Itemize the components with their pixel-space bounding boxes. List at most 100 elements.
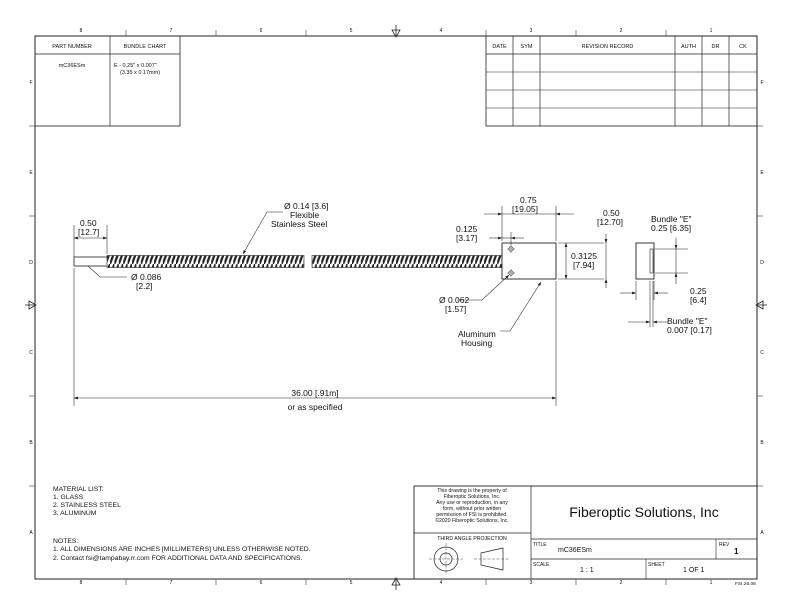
sheet-field-value: 1 OF 1 bbox=[683, 567, 705, 574]
zone-label-top-7: 7 bbox=[170, 28, 173, 34]
revision-record-header: REVISION RECORD bbox=[582, 44, 634, 50]
housing-height-label: 0.3125 bbox=[571, 251, 597, 261]
tip-length-mm-label: [12.7] bbox=[78, 227, 99, 237]
hole-diameter-mm-label: [1.57] bbox=[445, 304, 466, 314]
bundle-chart-line-2: (3.35 x 0.17mm) bbox=[120, 70, 160, 76]
part-number-value: mC36ESm bbox=[59, 63, 86, 69]
drawing-code: FSI.26.06 bbox=[735, 581, 756, 587]
end-height-label: 0.50 bbox=[603, 208, 620, 218]
zone-label-bottom-3: 3 bbox=[530, 580, 533, 586]
zone-label-bottom-2: 2 bbox=[620, 580, 623, 586]
hole-diameter-label: Ø 0.062 bbox=[439, 295, 470, 305]
zone-label-left-C: C bbox=[29, 350, 33, 356]
housing-label: Housing bbox=[461, 338, 492, 348]
bundle-e-top-label: Bundle "E" bbox=[651, 214, 692, 224]
zone-label-right-C: C bbox=[760, 350, 764, 356]
zone-label-top-2: 2 bbox=[620, 28, 623, 34]
part-number-header: PART NUMBER bbox=[52, 44, 91, 50]
title-field-label: TITLE bbox=[533, 542, 547, 548]
revision-sym-header: SYM bbox=[521, 44, 533, 50]
title-block: This drawing is the property of Fiberopt… bbox=[413, 485, 758, 580]
armor-flexible-label: Flexible bbox=[290, 210, 320, 220]
bundle-e-bottom-dim-label: 0.007 [0.17] bbox=[667, 325, 712, 335]
mounting-hole-bottom bbox=[507, 269, 515, 277]
sheet-field-label: SHEET bbox=[648, 562, 665, 568]
bundle-e-top-dim-label: 0.25 [6.35] bbox=[651, 223, 691, 233]
zone-label-top-4: 4 bbox=[440, 28, 443, 34]
center-marks bbox=[25, 25, 767, 590]
zone-label-bottom-6: 6 bbox=[260, 580, 263, 586]
bundle-chart-header: BUNDLE CHART bbox=[124, 44, 167, 50]
rev-field-label: REV bbox=[719, 542, 730, 548]
housing-height-mm-label: [7.94] bbox=[573, 260, 594, 270]
drawing-border bbox=[34, 35, 758, 580]
overall-length-label: 36.00 [.91m] bbox=[291, 388, 338, 398]
dimension-lines bbox=[73, 206, 688, 406]
zone-label-left-D: D bbox=[29, 260, 33, 266]
notes-title: NOTES: bbox=[53, 538, 78, 545]
bundle-e-bottom-label: Bundle "E" bbox=[667, 316, 708, 326]
zone-label-right-E: E bbox=[760, 170, 764, 176]
property-notice-line-4: form, without prior written bbox=[443, 506, 501, 512]
side-width-label: 0.25 bbox=[690, 286, 707, 296]
material-item-3: 3. ALUMINUM bbox=[53, 510, 97, 517]
zone-label-top-5: 5 bbox=[350, 28, 353, 34]
mounting-hole-top bbox=[507, 245, 515, 253]
zone-label-bottom-5: 5 bbox=[350, 580, 353, 586]
note-2: 2. Contact fsi@tampabay.rr.com FOR ADDIT… bbox=[53, 555, 302, 562]
hole-offset-label: 0.125 bbox=[456, 224, 478, 234]
revision-auth-header: AUTH bbox=[681, 44, 696, 50]
tip-length-label: 0.50 bbox=[80, 218, 97, 228]
bundle-e-slot bbox=[649, 248, 654, 274]
scale-field-label: SCALE bbox=[533, 562, 550, 568]
zone-label-top-8: 8 bbox=[80, 28, 83, 34]
armor-stainless-label: Stainless Steel bbox=[271, 219, 327, 229]
fiber-diameter-mm-label: [2.2] bbox=[136, 281, 153, 291]
company-name: Fiberoptic Solutions, Inc bbox=[569, 504, 718, 520]
scale-field-value: 1 : 1 bbox=[580, 567, 594, 574]
revision-date-header: DATE bbox=[492, 44, 507, 50]
overall-length-note: or as specified bbox=[288, 402, 343, 412]
zone-label-bottom-1: 1 bbox=[710, 580, 713, 586]
material-list-title: MATERIAL LIST: bbox=[53, 486, 104, 493]
zone-label-top-3: 3 bbox=[530, 28, 533, 34]
bare-fiber-tip bbox=[73, 256, 109, 267]
revision-block: DATE SYM REVISION RECORD AUTH DR CK bbox=[485, 35, 758, 127]
part-block: PART NUMBER BUNDLE CHART mC36ESm E - 0.2… bbox=[34, 35, 181, 127]
property-notice-line-3: Any use or reproduction, in any bbox=[436, 500, 508, 506]
zone-label-bottom-8: 8 bbox=[80, 580, 83, 586]
property-notice-line-5: permission of FSI is prohibited. bbox=[436, 512, 507, 518]
armor-diameter-label: Ø 0.14 [3.6] bbox=[284, 201, 328, 211]
zone-label-right-A: A bbox=[760, 530, 764, 536]
armor-segment-left bbox=[106, 255, 305, 268]
zone-label-right-D: D bbox=[760, 260, 764, 266]
bundle-chart-line-1: E - 0.25" x 0.007" bbox=[114, 63, 157, 69]
zone-label-left-B: B bbox=[29, 440, 33, 446]
property-notice-line-1: This drawing is the property of bbox=[437, 488, 507, 494]
housing-width-label: 0.75 bbox=[520, 195, 537, 205]
material-item-2: 2. STAINLESS STEEL bbox=[53, 502, 121, 509]
revision-ck-header: CK bbox=[739, 44, 747, 50]
property-notice-line-2: Fiberoptic Solutions, Inc. bbox=[444, 494, 501, 500]
third-angle-projection-symbol bbox=[429, 543, 510, 575]
revision-dr-header: DR bbox=[712, 44, 720, 50]
zone-label-left-E: E bbox=[29, 170, 33, 176]
zone-label-top-1: 1 bbox=[710, 28, 713, 34]
title-field-value: mC36ESm bbox=[558, 547, 592, 554]
zone-label-bottom-4: 4 bbox=[440, 580, 443, 586]
note-1: 1. ALL DIMENSIONS ARE INCHES [MILLIMETER… bbox=[53, 546, 311, 553]
rev-field-value: 1 bbox=[734, 547, 739, 556]
hole-offset-mm-label: [3.17] bbox=[456, 233, 477, 243]
material-item-1: 1. GLASS bbox=[53, 494, 84, 501]
property-notice-line-6: ©2020 Fiberoptic Solutions, Inc. bbox=[435, 517, 509, 524]
side-width-mm-label: [6.4] bbox=[690, 295, 707, 305]
end-view-housing bbox=[635, 242, 655, 280]
armor-segment-right bbox=[311, 255, 503, 268]
zone-label-left-F: F bbox=[29, 80, 32, 86]
zone-label-right-F: F bbox=[760, 80, 763, 86]
projection-label: THIRD ANGLE PROJECTION bbox=[437, 536, 507, 542]
zone-label-right-B: B bbox=[760, 440, 764, 446]
housing-material-label: Aluminum bbox=[458, 329, 496, 339]
housing-width-mm-label: [19.05] bbox=[512, 204, 538, 214]
